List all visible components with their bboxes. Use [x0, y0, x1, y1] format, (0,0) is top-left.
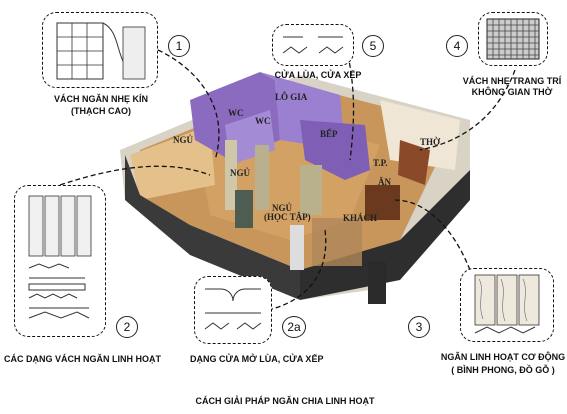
callout-box-2a: [194, 276, 272, 344]
callout-label-5: CỬA LÙA, CỬA XẾP: [274, 70, 362, 80]
leader-3: [394, 199, 471, 271]
callout-sublabel-4: KHÔNG GIAN THỜ: [471, 87, 553, 97]
altar-screen: [398, 140, 430, 185]
callout-number-2a: 2a: [282, 316, 306, 338]
callout-number-4: 4: [446, 35, 468, 57]
callout-label-3: NGĂN LINH HOẠT CƠ ĐỘNG: [440, 352, 566, 362]
room-label-wc1: WC: [228, 108, 244, 118]
callout-label-4: VÁCH NHẸ TRANG TRÍ: [462, 76, 562, 86]
callout-number-1: 1: [168, 35, 190, 57]
callout-box-3: [460, 268, 554, 342]
callout-box-4: [478, 12, 548, 66]
room-label-an: ĂN: [378, 177, 391, 187]
callout-box-1: [42, 12, 158, 88]
room-label-ngu3: NGỦ: [272, 203, 293, 213]
sliding-door-types-icon: [204, 288, 262, 330]
callout-sublabel-1: (THẠCH CAO): [71, 106, 131, 116]
leader-2: [59, 165, 211, 186]
room-label-tho: THỜ: [420, 137, 441, 147]
room-label-ngu1: NGỦ: [173, 135, 194, 145]
room-label-khach: KHÁCH: [343, 213, 377, 223]
callout-label-2a: DẠNG CỬA MỞ LÙA, CỬA XẾP: [190, 354, 324, 364]
room-label-hoctap: (HỌC TẬP): [264, 212, 311, 222]
callout-label-2: CÁC DẠNG VÁCH NGĂN LINH HOẠT: [4, 354, 161, 364]
callout-number-5: 5: [362, 35, 384, 57]
room-label-bep: BẾP: [320, 129, 338, 139]
callout-box-2: [14, 185, 106, 337]
room-label-tp: T.P.: [373, 158, 388, 168]
room-label-ngu2: NGỦ: [230, 168, 251, 178]
callout-box-5: [272, 24, 354, 66]
leader-2a: [267, 229, 327, 311]
callout-sublabel-3: ( BÌNH PHONG, ĐỒ GỖ ): [451, 365, 555, 375]
leader-5: [347, 54, 355, 161]
callout-number-2: 2: [116, 316, 138, 338]
flexible-partition-types-icon: [28, 195, 92, 319]
folding-screen-icon: [474, 274, 540, 334]
figure-caption: CÁCH GIẢI PHÁP NGĂN CHIA LINH HOẠT: [195, 396, 375, 406]
leader-4: [419, 69, 516, 151]
decorative-lattice-icon: [486, 18, 540, 60]
leader-1: [157, 49, 220, 161]
callout-label-1: VÁCH NGĂN NHẸ KÍN: [53, 94, 148, 104]
callout-number-3: 3: [408, 316, 430, 338]
room-label-wc2: WC: [255, 116, 271, 126]
sliding-folding-door-icon: [282, 36, 344, 54]
outer-wall-front: [125, 155, 300, 300]
gypsum-partition-icon: [56, 22, 146, 80]
room-label-logia: LÔ GIA: [275, 92, 308, 102]
